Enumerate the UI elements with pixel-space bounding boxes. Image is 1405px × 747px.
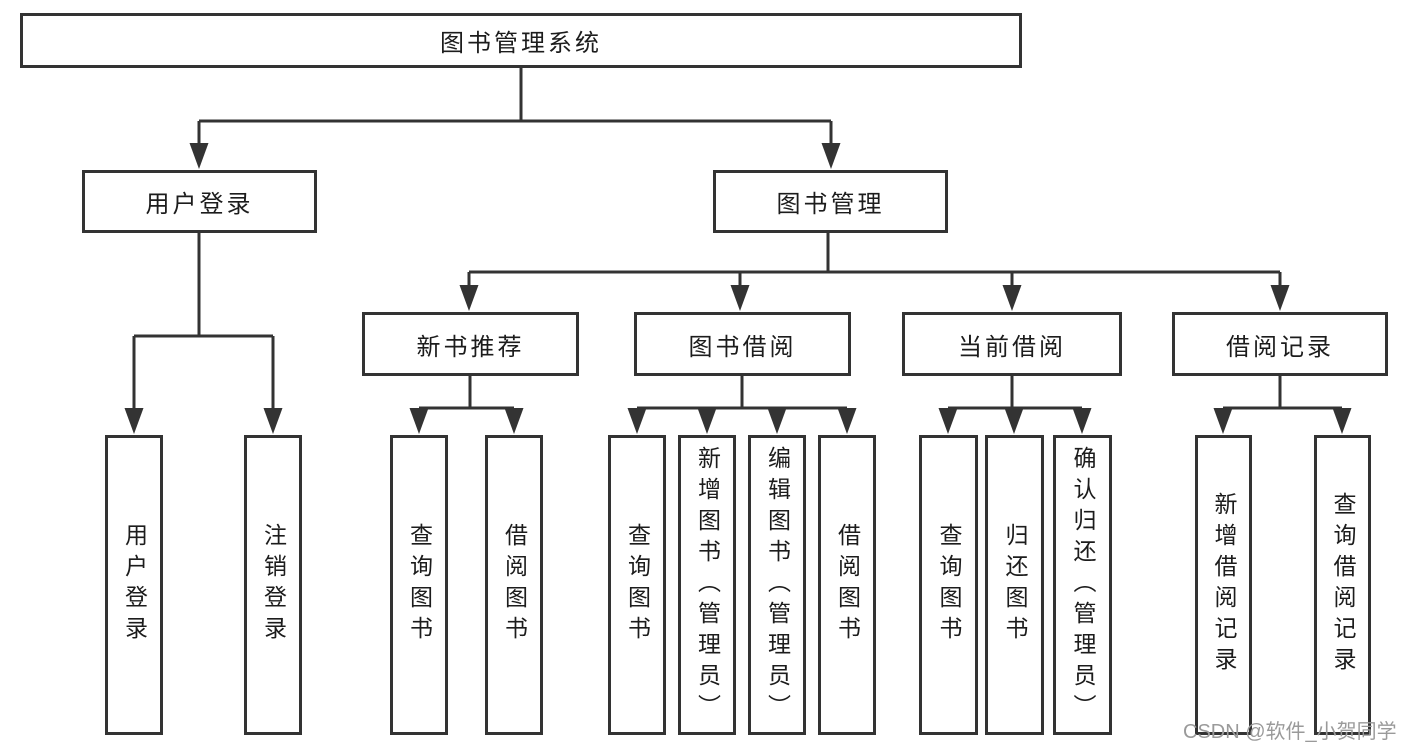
node-leaf-query-books-recommend-label: 查询图书 bbox=[406, 523, 433, 647]
node-leaf-logout: 注销登录 bbox=[244, 435, 302, 735]
connector-book-borrow bbox=[627, 376, 857, 434]
node-library-management-system: 图书管理系统 bbox=[20, 13, 1022, 68]
node-leaf-query-books-recommend: 查询图书 bbox=[390, 435, 448, 735]
node-leaf-return-books-label: 归还图书 bbox=[1002, 523, 1028, 647]
node-leaf-query-borrow-record-label: 查询借阅记录 bbox=[1330, 492, 1356, 678]
node-leaf-borrow-books: 借阅图书 bbox=[818, 435, 876, 735]
node-book-borrowing-label: 图书借阅 bbox=[688, 333, 797, 361]
node-book-management-label: 图书管理 bbox=[776, 191, 885, 218]
node-leaf-user-login: 用户登录 bbox=[105, 435, 163, 735]
node-leaf-query-books-borrow: 查询图书 bbox=[608, 435, 666, 735]
connector-root bbox=[189, 68, 841, 169]
node-leaf-query-borrow-record: 查询借阅记录 bbox=[1314, 435, 1371, 735]
node-leaf-add-borrow-record-label: 新增借阅记录 bbox=[1211, 492, 1237, 678]
node-leaf-confirm-return-admin-label: 确认归还（管理员） bbox=[1070, 445, 1096, 725]
node-borrowing-records: 借阅记录 bbox=[1172, 312, 1388, 376]
connector-current-borrow bbox=[938, 376, 1092, 434]
node-leaf-add-borrow-record: 新增借阅记录 bbox=[1195, 435, 1252, 735]
node-borrowing-records-label: 借阅记录 bbox=[1226, 333, 1334, 361]
node-user-login-label: 用户登录 bbox=[145, 191, 254, 218]
csdn-watermark: CSDN @软件_小贺同学 bbox=[1183, 721, 1397, 743]
node-leaf-add-books-admin: 新增图书（管理员） bbox=[678, 435, 736, 735]
node-leaf-borrow-books-recommend-label: 借阅图书 bbox=[501, 523, 528, 647]
node-leaf-return-books: 归还图书 bbox=[985, 435, 1044, 735]
connector-book-mgmt bbox=[459, 233, 1290, 311]
connector-user-login bbox=[124, 233, 283, 434]
connector-borrow-records bbox=[1213, 376, 1352, 434]
node-leaf-add-books-admin-label: 新增图书（管理员） bbox=[694, 445, 721, 725]
node-leaf-query-books-current-label: 查询图书 bbox=[936, 523, 962, 647]
node-leaf-borrow-books-label: 借阅图书 bbox=[834, 523, 861, 647]
node-leaf-query-books-current: 查询图书 bbox=[919, 435, 978, 735]
node-new-book-recommendation: 新书推荐 bbox=[362, 312, 579, 376]
node-leaf-query-books-borrow-label: 查询图书 bbox=[624, 523, 651, 647]
node-leaf-borrow-books-recommend: 借阅图书 bbox=[485, 435, 543, 735]
node-leaf-user-login-label: 用户登录 bbox=[121, 523, 148, 647]
node-book-management: 图书管理 bbox=[713, 170, 948, 233]
connector-new-book-rec bbox=[409, 376, 524, 434]
node-new-book-recommendation-label: 新书推荐 bbox=[416, 333, 525, 361]
node-leaf-edit-books-admin: 编辑图书（管理员） bbox=[748, 435, 806, 735]
node-library-management-system-label: 图书管理系统 bbox=[440, 30, 602, 57]
node-current-borrowing-label: 当前借阅 bbox=[958, 333, 1066, 361]
node-user-login: 用户登录 bbox=[82, 170, 317, 233]
node-leaf-edit-books-admin-label: 编辑图书（管理员） bbox=[764, 445, 791, 725]
node-leaf-confirm-return-admin: 确认归还（管理员） bbox=[1053, 435, 1112, 735]
node-book-borrowing: 图书借阅 bbox=[634, 312, 851, 376]
node-leaf-logout-label: 注销登录 bbox=[260, 523, 287, 647]
node-current-borrowing: 当前借阅 bbox=[902, 312, 1122, 376]
